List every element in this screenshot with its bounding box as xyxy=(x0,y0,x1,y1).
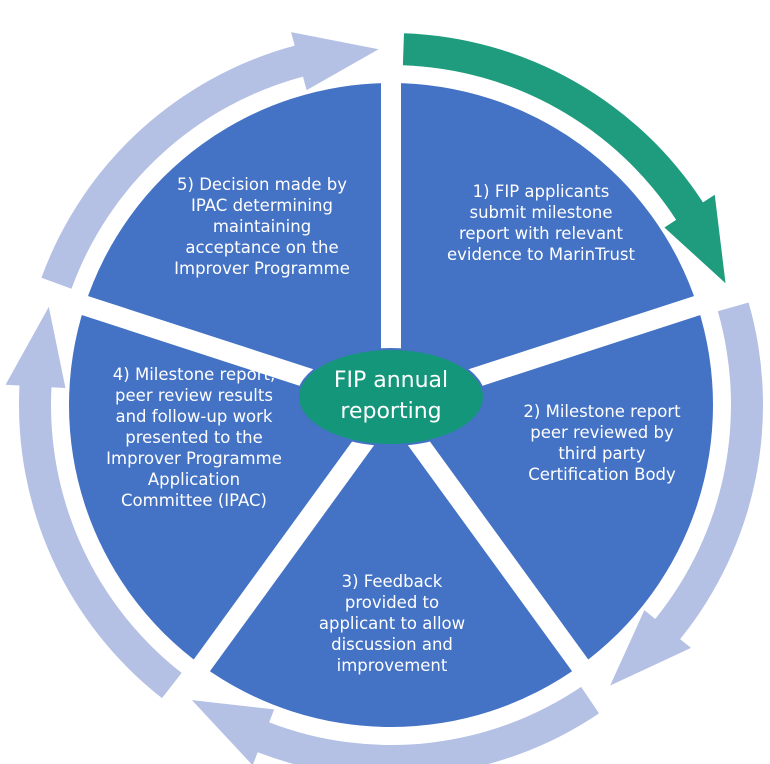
center-node: FIP annual reporting xyxy=(297,348,485,446)
segment-divider-3 xyxy=(382,399,624,720)
segment-labels: 1) FIP applicants submit milestone report … xyxy=(106,175,681,675)
step-3-line-3: applicant to allow xyxy=(319,614,465,633)
step-5-line-1: 5) Decision made by xyxy=(177,175,347,194)
center-ellipse xyxy=(297,348,485,446)
ring-arrow-active xyxy=(402,33,726,284)
step-1-line-3: report with relevant xyxy=(459,224,624,243)
segment-divider-4 xyxy=(158,399,400,720)
center-label-line-1: FIP annual xyxy=(334,368,448,393)
step-4-line-4: presented to the xyxy=(125,428,262,447)
step-3-line-5: improvement xyxy=(337,656,448,675)
step-2-line-3: third party xyxy=(558,444,646,463)
step-2-line-1: 2) Milestone report xyxy=(523,402,681,421)
ring-arrow-2 xyxy=(610,302,763,686)
step-1-line-4: evidence to MarinTrust xyxy=(447,245,636,264)
step-4-line-7: Committee (IPAC) xyxy=(121,491,267,510)
step-2-line-2: peer reviewed by xyxy=(530,423,674,442)
step-4-line-5: Improver Programme xyxy=(106,449,282,468)
step-5-line-5: Improver Programme xyxy=(174,259,350,278)
step-2-line-4: Certification Body xyxy=(528,465,676,484)
step-3-line-4: discussion and xyxy=(331,635,453,654)
ring-arrow-4 xyxy=(5,306,182,699)
step-4-line-2: peer review results xyxy=(115,386,273,405)
step-1-line-1: 1) FIP applicants xyxy=(473,182,610,201)
step-1-line-2: submit milestone xyxy=(469,203,612,222)
step-5-line-2: IPAC determining xyxy=(191,196,333,215)
step-4-line-6: Application xyxy=(148,470,240,489)
segment-gaps xyxy=(24,23,758,720)
step-3-line-2: provided to xyxy=(345,593,439,612)
step-5-line-4: acceptance on the xyxy=(185,238,338,257)
ring-arrows xyxy=(5,32,763,764)
ring-arrow-3 xyxy=(191,686,600,764)
step-5-line-3: maintaining xyxy=(213,217,311,236)
step-4-line-3: and follow-up work xyxy=(115,407,272,426)
step-4-line-1: 4) Milestone report, xyxy=(113,365,275,384)
segment-3 xyxy=(201,405,581,728)
center-label-line-2: reporting xyxy=(340,399,441,424)
step-3-line-1: 3) Feedback xyxy=(342,572,443,591)
ring-arrow-5 xyxy=(41,32,379,289)
